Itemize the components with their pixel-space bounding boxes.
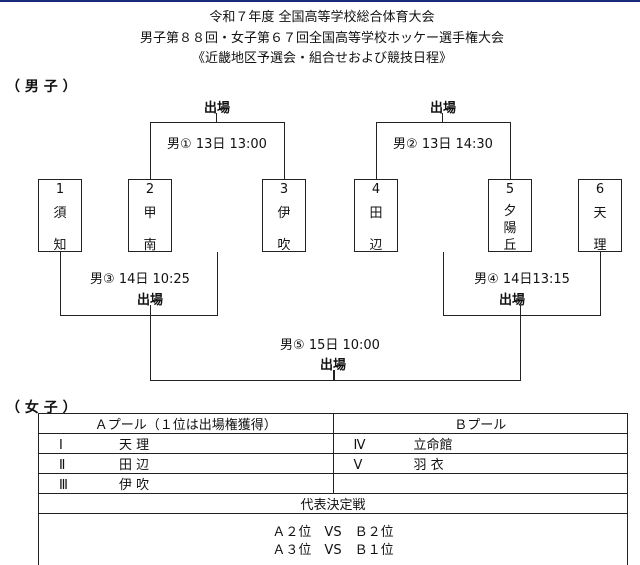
pool-b-header: Ｂプール bbox=[332, 413, 628, 434]
match-label-m1: 男① 13日 13:00 bbox=[167, 137, 267, 152]
title-line3: 《近畿地区予選会・組合せおよび競技日程》 bbox=[191, 51, 453, 66]
advance-label-m2: 出場 bbox=[429, 101, 457, 116]
boys-heading: （ 男 子 ） bbox=[6, 79, 77, 95]
match-label-m2: 男② 13日 14:30 bbox=[393, 137, 493, 152]
title-line2: 男子第８８回・女子第６７回全国高等学校ホッケー選手権大会 bbox=[139, 31, 505, 46]
final-heading: 代表決定戦 bbox=[38, 493, 628, 514]
advance-label-m5: 出場 bbox=[319, 358, 347, 373]
advance-label-m1: 出場 bbox=[203, 101, 231, 116]
advance-label-m3: 出場 bbox=[136, 293, 164, 308]
title-line1: 令和７年度 全国高等学校総合体育大会 bbox=[209, 10, 435, 25]
match-label-m3: 男③ 14日 10:25 bbox=[90, 272, 190, 287]
match-label-m5: 男⑤ 15日 10:00 bbox=[280, 338, 380, 353]
pool-a-header: Ａプール（１位は出場権獲得） bbox=[38, 413, 334, 434]
girls-heading: （ 女 子 ） bbox=[6, 400, 77, 416]
match-label-m4: 男④ 14日13:15 bbox=[474, 272, 570, 287]
advance-label-m4: 出場 bbox=[498, 293, 526, 308]
